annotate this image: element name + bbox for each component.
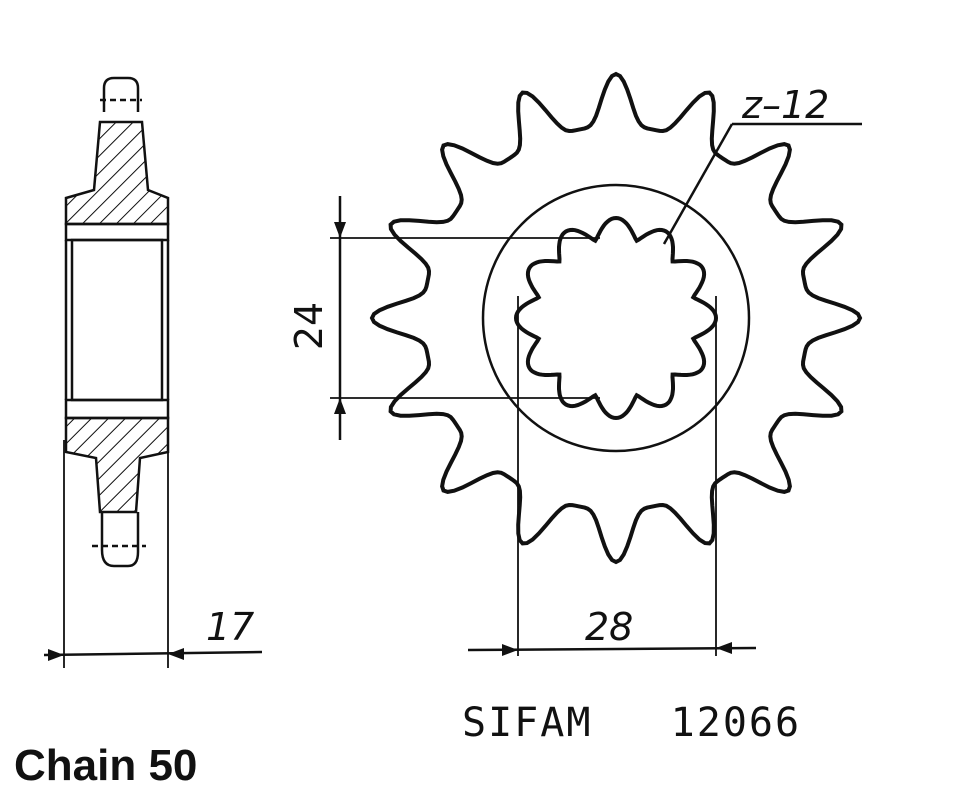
teeth-count-leader <box>662 123 734 245</box>
side-tooth-upper-hatch <box>64 120 170 226</box>
inner-spline-profile <box>513 215 719 421</box>
side-body-bottom-band <box>64 398 170 420</box>
hub-circle <box>481 183 751 453</box>
width-dimension-line <box>43 650 263 657</box>
front-view <box>330 71 863 656</box>
width-dimension-label: 17 <box>206 605 254 649</box>
side-tooth-top <box>102 76 140 112</box>
part-number: SIFAM 12066 <box>462 700 801 746</box>
side-tooth-lower-hatch <box>64 416 170 514</box>
hub-dimension-label: 24 <box>287 302 331 350</box>
chain-size: Chain 50 <box>14 741 197 790</box>
spline-dimension-label: 28 <box>585 605 633 649</box>
teeth-count-label: z–12 <box>741 83 829 127</box>
side-tooth-bottom <box>100 512 140 568</box>
outer-tooth-profile <box>369 71 863 565</box>
side-body-top-band <box>64 222 170 242</box>
side-view <box>43 76 263 668</box>
side-body-center <box>70 238 164 402</box>
